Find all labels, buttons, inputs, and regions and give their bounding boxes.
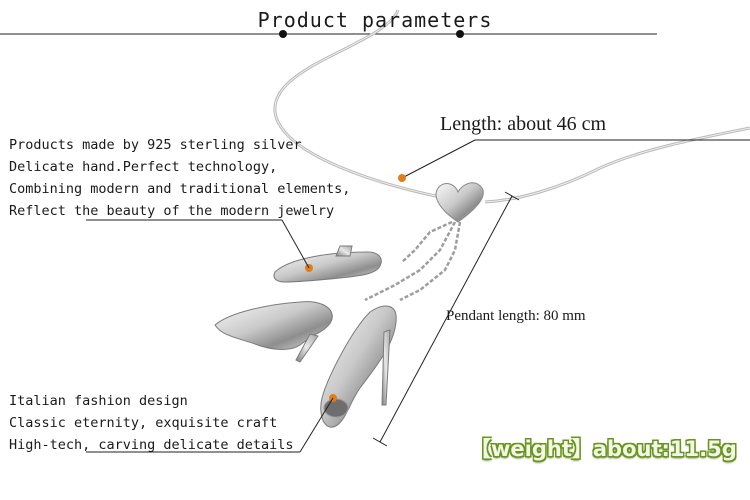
pendant-dimension-cap-bottom <box>372 437 388 447</box>
description-line: Products made by 925 sterling silver <box>9 137 302 153</box>
shoe-charm-stiletto <box>320 305 397 428</box>
shoe-charm-pump <box>214 301 333 350</box>
length-marker-dot <box>398 174 406 182</box>
pendant-dimension-cap-top <box>504 191 520 201</box>
description-line: Italian fashion design <box>9 393 188 409</box>
shoe-charm-flat <box>273 251 382 283</box>
title-dot-left <box>279 30 287 38</box>
shoe-charm-stiletto-toe <box>323 398 349 418</box>
description-bottom: Italian fashion design Classic eternity,… <box>9 390 293 456</box>
shoe-charm-flat-heel <box>335 245 353 257</box>
pendant-dimension-line <box>379 195 513 443</box>
description-line: Classic eternity, exquisite craft <box>9 415 278 431</box>
length-leader-line <box>401 139 476 179</box>
description-top-leader-line <box>281 219 310 269</box>
chain-right <box>484 126 750 204</box>
chain-right-highlight <box>484 127 750 203</box>
page-title: Product parameters <box>257 8 493 32</box>
pendant-chain-3 <box>399 221 462 302</box>
chain-left-highlight <box>274 9 441 198</box>
title-dot-right <box>456 30 464 38</box>
length-label: Length: about 46 cm <box>440 113 607 135</box>
description-line: Combining modern and traditional element… <box>9 181 351 197</box>
shoe-charm-pump-heel <box>295 333 319 363</box>
pendant-length-label: Pendant length: 80 mm <box>446 308 586 324</box>
pendant-chain-2 <box>364 221 457 302</box>
description-bottom-leader-line <box>299 397 334 453</box>
weight-label: 【weight】about:11.5g <box>470 437 737 461</box>
heart-charm <box>435 182 484 223</box>
description-line: Delicate hand.Perfect technology, <box>9 159 278 175</box>
description-line: High-tech, carving delicate details <box>9 437 294 453</box>
shoe-charm-stiletto-heel <box>381 329 391 406</box>
description-line: Reflect the beauty of the modern jewelry <box>9 203 335 219</box>
description-top: Products made by 925 sterling silver Del… <box>9 134 350 222</box>
pendant-chain-1 <box>401 220 453 263</box>
